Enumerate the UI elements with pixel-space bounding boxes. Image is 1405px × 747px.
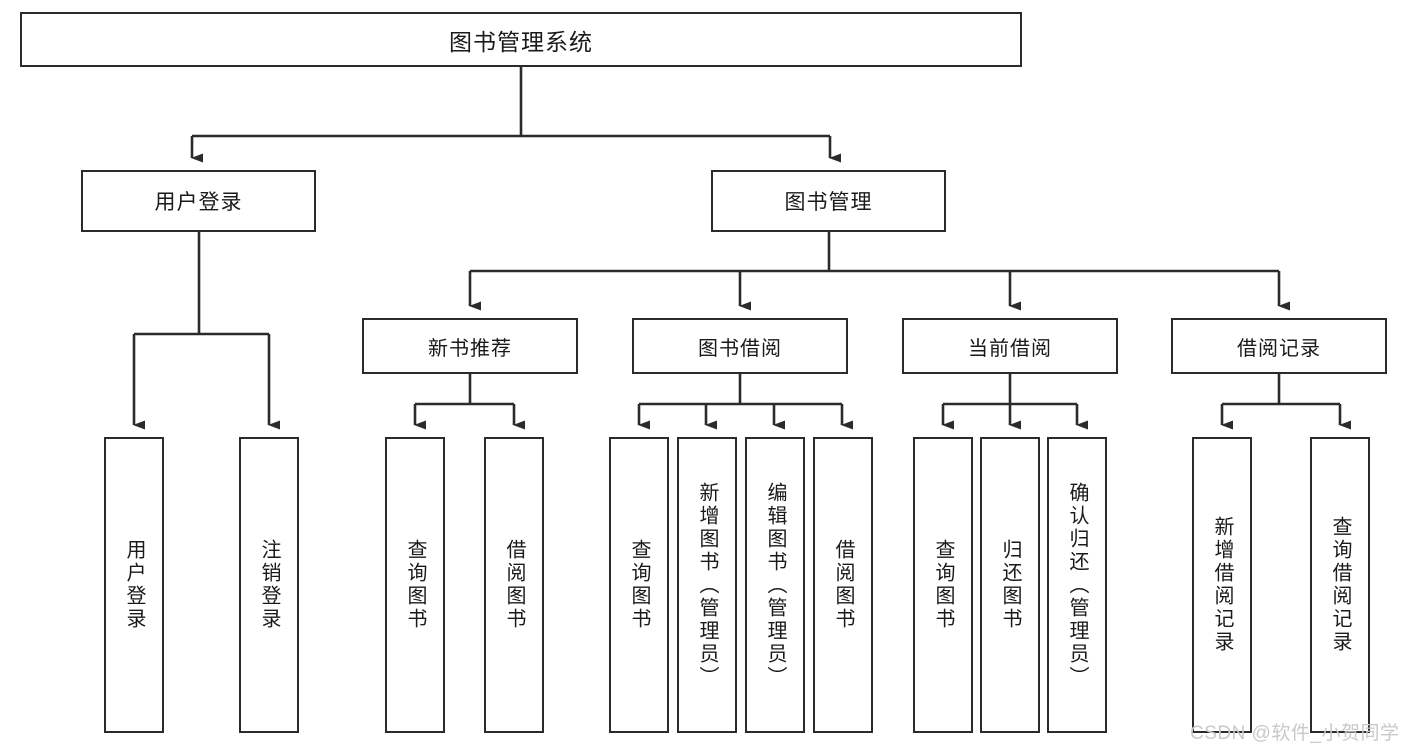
node-leaf-user-login-label: 用户登录 xyxy=(123,539,145,631)
node-borrow-record-label: 借阅记录 xyxy=(1237,337,1321,360)
node-leaf-query-book-2[interactable]: 查询图书 xyxy=(609,437,669,733)
node-current-borrow-label: 当前借阅 xyxy=(968,337,1052,360)
node-leaf-logout-label: 注销登录 xyxy=(258,539,280,631)
watermark: CSDN @软件_小贺同学 xyxy=(1190,723,1400,744)
node-leaf-add-record[interactable]: 新增借阅记录 xyxy=(1192,437,1252,733)
node-borrow-record[interactable]: 借阅记录 xyxy=(1171,318,1387,374)
node-leaf-query-book-2-label: 查询图书 xyxy=(628,539,650,631)
node-user-login[interactable]: 用户登录 xyxy=(81,170,316,232)
node-leaf-query-book-3[interactable]: 查询图书 xyxy=(913,437,973,733)
node-leaf-logout[interactable]: 注销登录 xyxy=(239,437,299,733)
node-leaf-query-record[interactable]: 查询借阅记录 xyxy=(1310,437,1370,733)
node-user-login-label: 用户登录 xyxy=(154,191,243,214)
node-leaf-borrow-book-1-label: 借阅图书 xyxy=(503,539,525,631)
node-current-borrow[interactable]: 当前借阅 xyxy=(902,318,1118,374)
node-book-borrow-label: 图书借阅 xyxy=(698,337,782,360)
node-leaf-add-book-label: 新增图书（管理员） xyxy=(696,481,718,689)
node-new-book-recommend[interactable]: 新书推荐 xyxy=(362,318,578,374)
node-leaf-return-book-label: 归还图书 xyxy=(999,539,1021,631)
node-book-management-label: 图书管理 xyxy=(784,191,873,214)
node-leaf-add-book[interactable]: 新增图书（管理员） xyxy=(677,437,737,733)
node-leaf-edit-book[interactable]: 编辑图书（管理员） xyxy=(745,437,805,733)
node-leaf-borrow-book-2-label: 借阅图书 xyxy=(832,539,854,631)
node-leaf-query-book-3-label: 查询图书 xyxy=(932,539,954,631)
node-leaf-query-book-1[interactable]: 查询图书 xyxy=(385,437,445,733)
node-book-borrow[interactable]: 图书借阅 xyxy=(632,318,848,374)
node-leaf-edit-book-label: 编辑图书（管理员） xyxy=(764,481,786,689)
node-root[interactable]: 图书管理系统 xyxy=(20,12,1022,67)
node-root-label: 图书管理系统 xyxy=(449,28,593,55)
node-leaf-borrow-book-1[interactable]: 借阅图书 xyxy=(484,437,544,733)
node-leaf-query-book-1-label: 查询图书 xyxy=(404,539,426,631)
node-leaf-confirm-return-label: 确认归还（管理员） xyxy=(1066,481,1088,689)
node-leaf-add-record-label: 新增借阅记录 xyxy=(1211,516,1233,654)
node-leaf-return-book[interactable]: 归还图书 xyxy=(980,437,1040,733)
node-leaf-confirm-return[interactable]: 确认归还（管理员） xyxy=(1047,437,1107,733)
node-leaf-query-record-label: 查询借阅记录 xyxy=(1329,516,1351,654)
node-leaf-borrow-book-2[interactable]: 借阅图书 xyxy=(813,437,873,733)
node-book-management[interactable]: 图书管理 xyxy=(711,170,946,232)
node-leaf-user-login[interactable]: 用户登录 xyxy=(104,437,164,733)
node-new-book-recommend-label: 新书推荐 xyxy=(428,337,512,360)
